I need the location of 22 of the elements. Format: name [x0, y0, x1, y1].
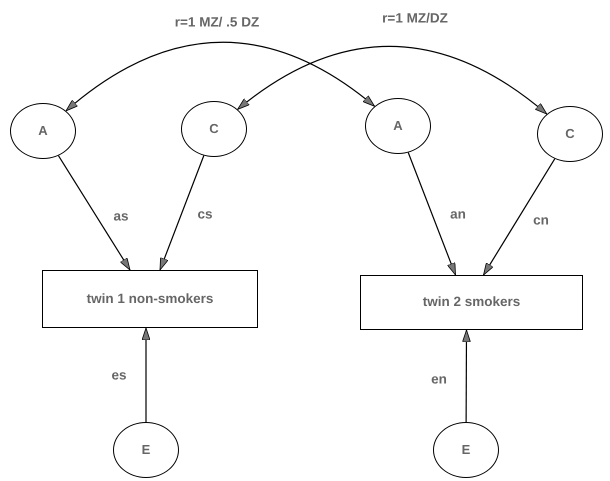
arrow [142, 328, 150, 422]
arrow [237, 46, 548, 115]
arrow [482, 158, 556, 276]
edge-label: r=1 MZ/ .5 DZ [172, 15, 262, 29]
latent-variable-ellipse [537, 106, 603, 162]
node-label: C [565, 125, 575, 144]
node-label: A [38, 122, 48, 140]
node-label: E [142, 441, 150, 460]
arrow [66, 42, 375, 112]
latent-variable-ellipse [10, 103, 76, 159]
arrow [408, 152, 456, 276]
edge-label: r=1 MZ/DZ [380, 11, 450, 25]
node-label: twin 2 smokers [422, 293, 520, 312]
observed-variable-box [42, 270, 258, 328]
arrow [58, 155, 130, 270]
node-label: E [462, 441, 470, 460]
observed-variable-box [360, 275, 583, 330]
arrow [462, 330, 471, 422]
node-label: C [209, 120, 219, 138]
node-label: twin 1 non-smokers [86, 290, 214, 308]
arrow [159, 155, 204, 270]
node-label: A [393, 117, 403, 136]
